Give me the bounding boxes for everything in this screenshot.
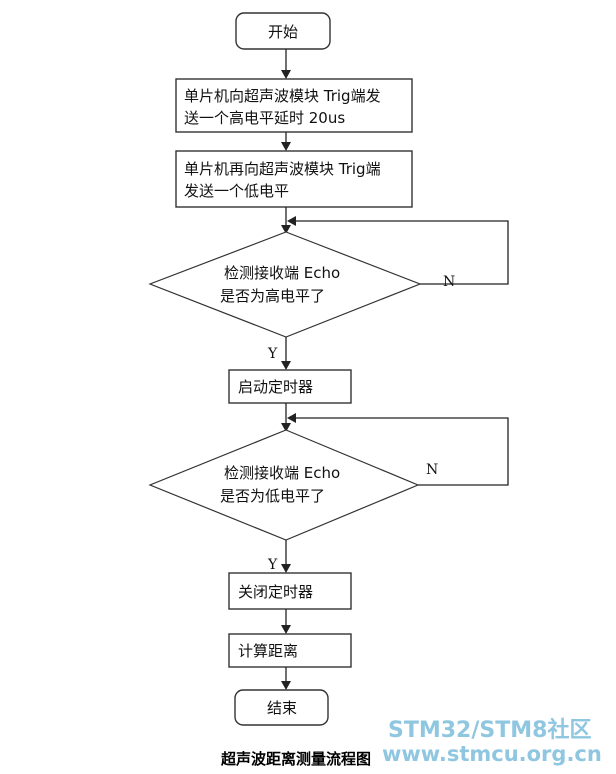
- decision-echo-low-line2: 是否为低电平了: [220, 487, 325, 505]
- watermark-line2: www.stmcu.org.cn: [382, 742, 602, 766]
- watermark-line1: STM32/STM8社区: [388, 717, 591, 743]
- process-send-high-pulse-line1: 单片机向超声波模块 Trig端发: [184, 87, 381, 105]
- process-send-low-level-line2: 发送一个低电平: [184, 182, 289, 200]
- decision-echo-high: [148, 231, 422, 338]
- process-calc-distance: [228, 633, 352, 668]
- arrowhead: [281, 681, 291, 690]
- decision2-no-label: N: [426, 462, 438, 478]
- process-send-low-level-line1: 单片机再向超声波模块 Trig端: [184, 160, 381, 178]
- process-stop-timer: [228, 572, 352, 610]
- end-label: 结束: [267, 699, 297, 717]
- process-send-low-level: [175, 150, 413, 208]
- arrowhead: [281, 142, 291, 151]
- decision-echo-low-line1: 检测接收端 Echo: [224, 464, 340, 482]
- arrowhead: [281, 564, 291, 573]
- process-start-timer: [228, 369, 352, 404]
- decision1-no-label: N: [443, 274, 455, 290]
- process-send-high-pulse: [175, 78, 413, 133]
- decision2-yes-label: Y: [267, 557, 278, 573]
- decision-echo-high-line2: 是否为高电平了: [220, 287, 325, 305]
- process-stop-timer-label: 关闭定时器: [238, 583, 313, 601]
- decision-echo-low: [148, 429, 420, 541]
- start-label: 开始: [268, 23, 298, 41]
- process-start-timer-label: 启动定时器: [238, 378, 313, 396]
- end-terminator: [234, 689, 329, 726]
- arrowhead: [281, 225, 291, 234]
- decision1-yes-label: Y: [267, 346, 278, 362]
- process-calc-distance-label: 计算距离: [238, 642, 298, 660]
- arrowhead: [281, 70, 291, 79]
- decision-echo-high-line1: 检测接收端 Echo: [224, 264, 340, 282]
- figure-caption: 超声波距离测量流程图: [220, 750, 371, 768]
- arrowhead: [287, 216, 296, 226]
- arrowhead: [281, 625, 291, 634]
- loop-no-decision1: [296, 220, 509, 285]
- arrowhead: [281, 361, 291, 370]
- loop-no-decision2: [296, 417, 509, 486]
- start-terminator: [235, 12, 331, 50]
- arrowhead: [281, 423, 291, 432]
- process-send-high-pulse-line2: 送一个高电平延时 20us: [184, 109, 345, 127]
- arrowhead: [287, 413, 296, 423]
